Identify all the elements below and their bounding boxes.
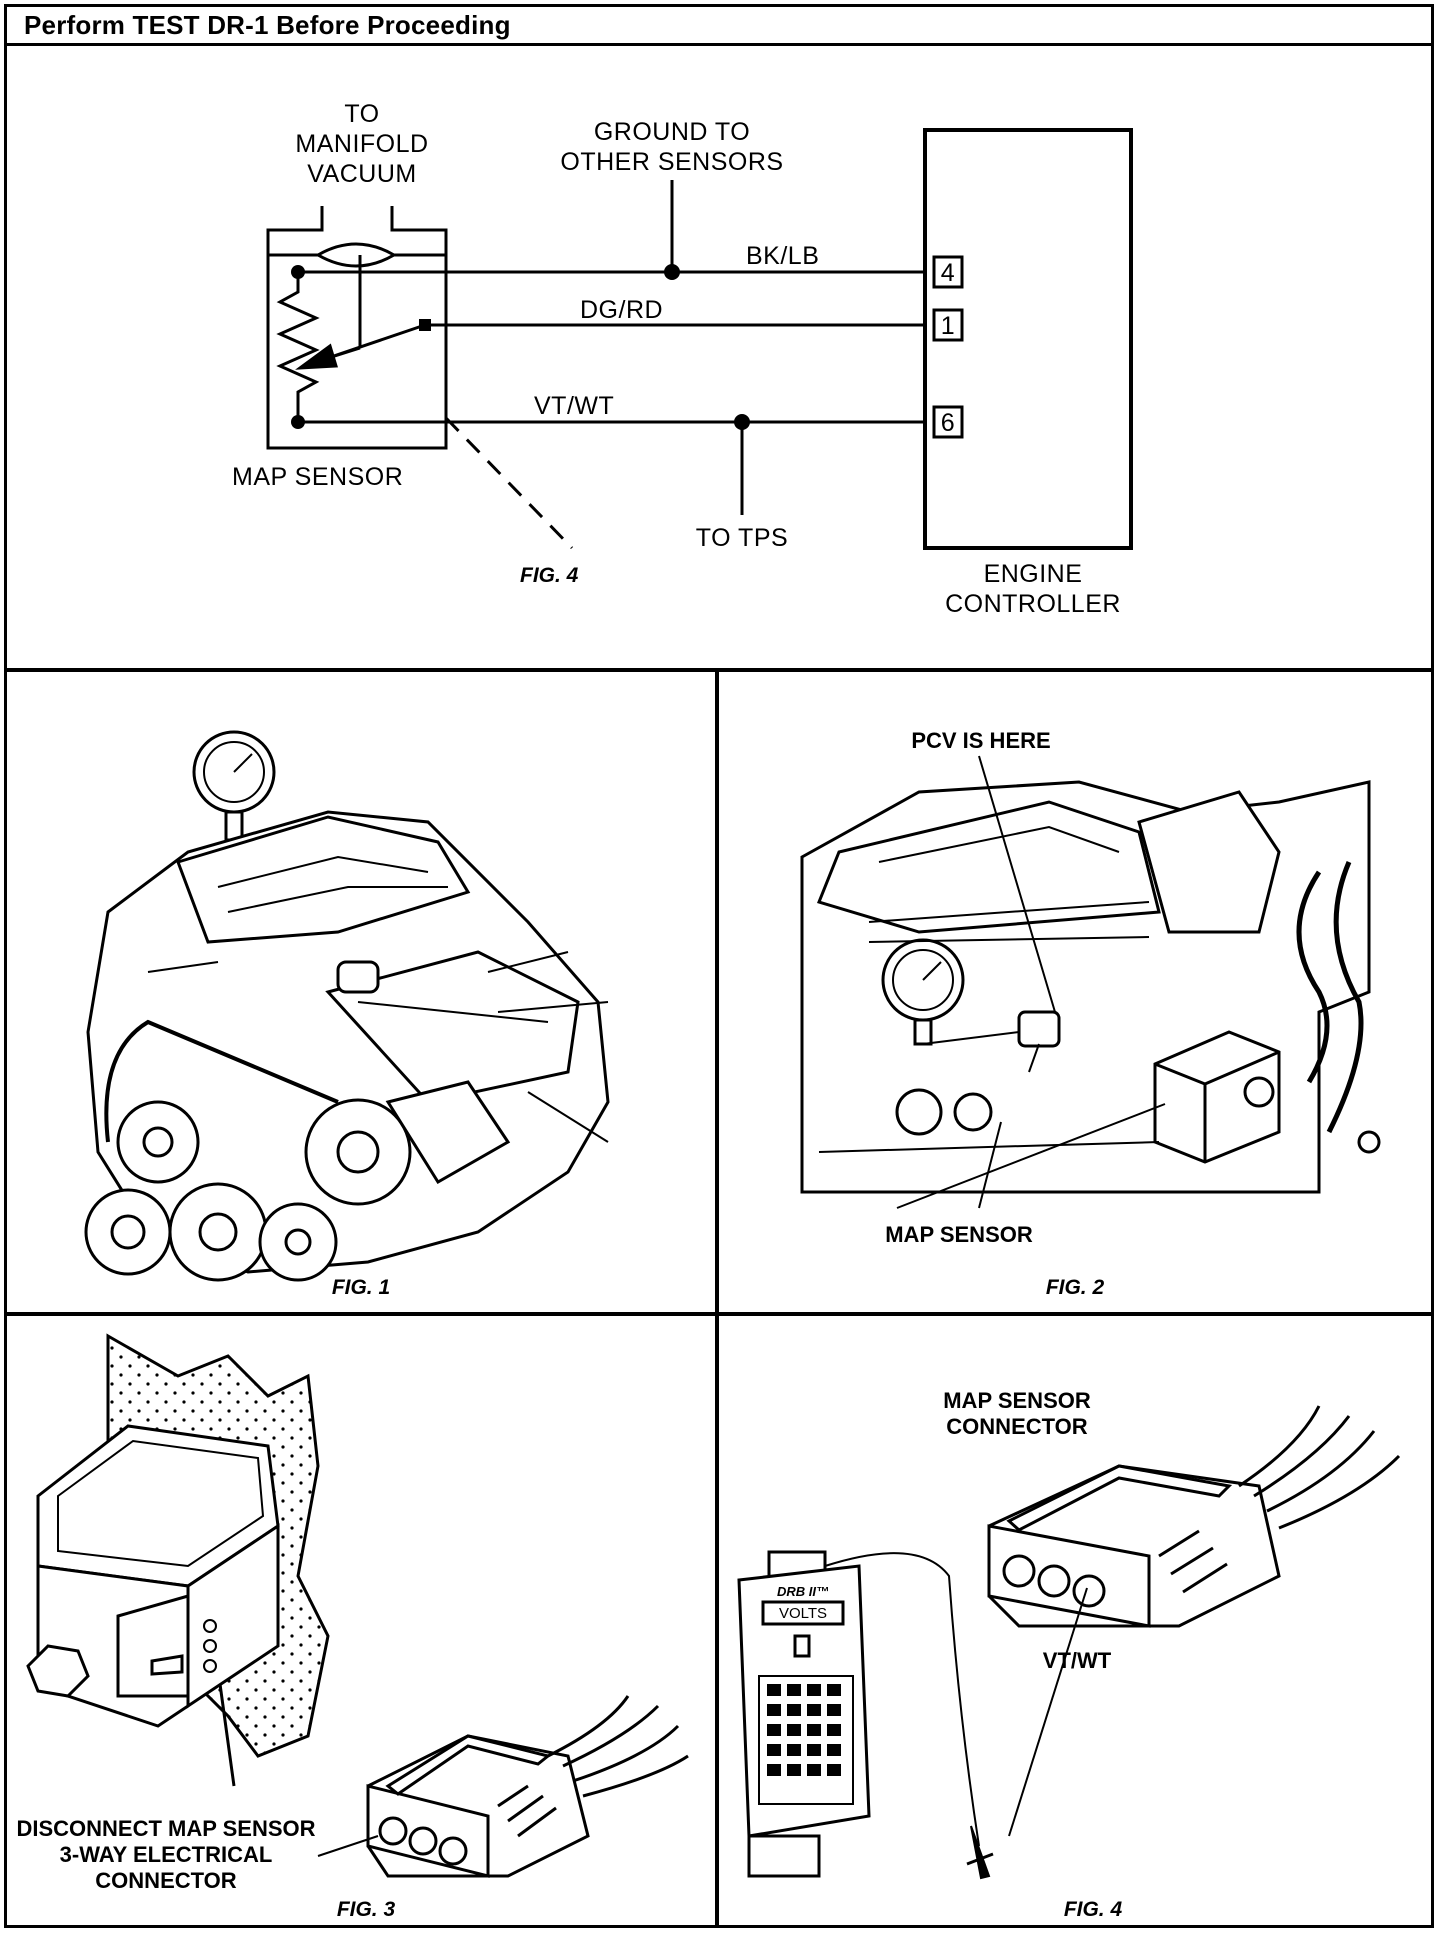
pcv-label: PCV IS HERE — [911, 728, 1050, 753]
ground-label-2: OTHER SENSORS — [560, 148, 783, 176]
tps-splice — [734, 414, 750, 430]
fig4-connector-plug-icon — [987, 1464, 1281, 1628]
pin-6: 6 — [941, 409, 955, 437]
tester-brand: DRB II™ — [777, 1584, 829, 1599]
ground-label-1: GROUND TO — [594, 118, 750, 146]
page-title: Perform TEST DR-1 Before Proceeding — [24, 10, 511, 40]
controller-label-2: CONTROLLER — [945, 590, 1121, 618]
divider-middle — [4, 1312, 1434, 1316]
fig4-connector-label-1: MAP SENSOR — [943, 1388, 1091, 1413]
fig3-note-1: DISCONNECT MAP SENSOR — [16, 1816, 315, 1841]
probe-lead — [824, 1552, 980, 1847]
pin-4: 4 — [941, 259, 955, 287]
fig3-caption: FIG. 3 — [337, 1898, 396, 1921]
wiring-schematic: TO MANIFOLD VACUUM GROUND TO OTHER SENSO… — [232, 100, 1133, 618]
ground-splice — [664, 264, 680, 280]
wire-label-dg-rd: DG/RD — [580, 296, 663, 324]
page-frame — [4, 4, 1434, 1928]
fig2-caption: FIG. 2 — [1046, 1276, 1105, 1299]
tester-display: VOLTS — [779, 1605, 827, 1622]
engine-controller-box — [923, 128, 1133, 550]
fig4-wire-label: VT/WT — [1043, 1648, 1112, 1673]
divider-vertical — [715, 668, 719, 1928]
fig4-caption: FIG. 4 — [1064, 1898, 1123, 1921]
drb-tester-icon — [737, 1550, 871, 1878]
controller-label-1: ENGINE — [984, 560, 1083, 588]
wires — [298, 180, 925, 550]
probe-tip-icon — [970, 1825, 991, 1880]
sensor-node-signal — [419, 319, 431, 331]
vacuum-label-1: TO — [344, 100, 379, 128]
header-bar: Perform TEST DR-1 Before Proceeding — [4, 4, 1434, 46]
fig3-connector-plug-icon — [366, 1734, 590, 1878]
fig-ref-label: FIG. 4 — [520, 564, 579, 587]
divider-schematic — [4, 668, 1434, 672]
fig4-tester-illustration: DRB II™ VOLTS MAP SENSOR CONNECTOR VT/WT… — [737, 1388, 1401, 1921]
tps-label: TO TPS — [696, 524, 788, 552]
fig1-caption: FIG. 1 — [332, 1276, 390, 1299]
fig4-connector-label-2: CONNECTOR — [946, 1414, 1087, 1439]
fig3-note-3: CONNECTOR — [95, 1868, 236, 1893]
fig1-engine-illustration: FIG. 1 — [84, 730, 610, 1299]
controller-pins — [932, 255, 964, 439]
pin-1: 1 — [941, 312, 955, 340]
vacuum-label-3: VACUUM — [307, 160, 416, 188]
wire-label-bk-lb: BK/LB — [746, 242, 819, 270]
fig3-note-2: 3-WAY ELECTRICAL — [60, 1842, 273, 1867]
vacuum-label-2: MANIFOLD — [295, 130, 428, 158]
pcv-valve-icon — [1017, 1010, 1061, 1048]
map-sensor-label: MAP SENSOR — [232, 463, 403, 491]
fig3-connector-illustration: DISCONNECT MAP SENSOR 3-WAY ELECTRICAL C… — [16, 1333, 689, 1921]
wire-label-vt-wt: VT/WT — [534, 392, 614, 420]
fig2-map-label: MAP SENSOR — [885, 1222, 1033, 1247]
fig2-engine-detail: PCV IS HERE MAP SENSOR FIG. 2 — [800, 728, 1381, 1299]
